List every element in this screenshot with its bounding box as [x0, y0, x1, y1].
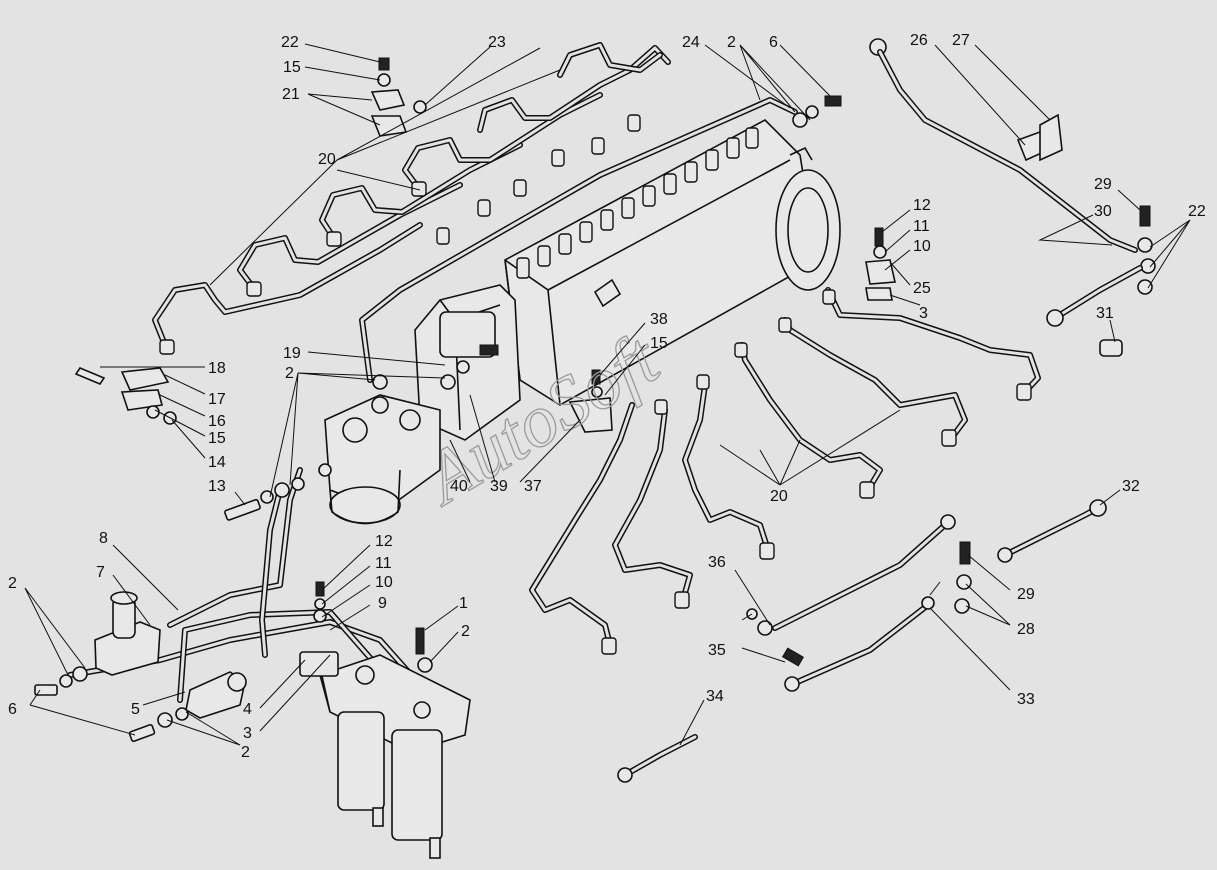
callout-23: 23 — [488, 34, 506, 51]
callout-5: 5 — [131, 701, 140, 718]
callout-20: 20 — [770, 488, 788, 505]
callout-35: 35 — [708, 642, 726, 659]
callout-29: 29 — [1017, 586, 1035, 603]
callout-16: 16 — [208, 413, 226, 430]
callout-29: 29 — [1094, 176, 1112, 193]
callout-36: 36 — [708, 554, 726, 571]
callout-1: 1 — [459, 595, 468, 612]
callout-20: 20 — [318, 151, 336, 168]
callout-21: 21 — [282, 86, 300, 103]
low-pressure-lines — [67, 467, 471, 859]
callout-15: 15 — [283, 59, 301, 76]
callout-2: 2 — [8, 575, 17, 592]
callout-37: 37 — [524, 478, 542, 495]
callout-2: 2 — [241, 744, 250, 761]
high-pressure-tubes-lower — [529, 287, 1041, 655]
callout-28: 28 — [1017, 621, 1035, 638]
callout-22: 22 — [1188, 203, 1206, 220]
callout-12: 12 — [913, 197, 931, 214]
injection-pump — [324, 119, 841, 525]
high-pressure-tubes-upper — [152, 42, 798, 383]
callout-19: 19 — [283, 345, 301, 362]
callout-30: 30 — [1094, 203, 1112, 220]
callout-11: 11 — [913, 218, 930, 235]
callout-3: 3 — [919, 305, 928, 322]
callout-11: 11 — [375, 555, 392, 572]
callout-24: 24 — [682, 34, 700, 51]
callout-14: 14 — [208, 454, 226, 471]
callout-4: 4 — [243, 701, 252, 718]
callout-2: 2 — [727, 34, 736, 51]
callout-7: 7 — [96, 564, 105, 581]
callout-31: 31 — [1096, 305, 1114, 322]
callout-6: 6 — [8, 701, 17, 718]
callout-2: 2 — [461, 623, 470, 640]
callout-18: 18 — [208, 360, 226, 377]
callout-10: 10 — [913, 238, 931, 255]
callout-25: 25 — [913, 280, 931, 297]
callout-40: 40 — [450, 478, 468, 495]
hardware-parts — [34, 38, 1156, 783]
callout-3: 3 — [243, 725, 252, 742]
callout-27: 27 — [952, 32, 970, 49]
callout-12: 12 — [375, 533, 393, 550]
callout-10: 10 — [375, 574, 393, 591]
callout-33: 33 — [1017, 691, 1035, 708]
callout-9: 9 — [378, 595, 387, 612]
callout-15: 15 — [208, 430, 226, 447]
callout-6: 6 — [769, 34, 778, 51]
callout-22: 22 — [281, 34, 299, 51]
callout-13: 13 — [208, 478, 226, 495]
callout-labels: 22 23 15 21 20 24 2 6 26 27 29 30 22 12 … — [8, 32, 1206, 761]
callout-32: 32 — [1122, 478, 1140, 495]
callout-26: 26 — [910, 32, 928, 49]
callout-2: 2 — [285, 365, 294, 382]
pump-outlet-row — [516, 127, 759, 279]
callout-8: 8 — [99, 530, 108, 547]
callout-38: 38 — [650, 311, 668, 328]
callout-34: 34 — [706, 688, 724, 705]
callout-17: 17 — [208, 391, 226, 408]
callout-15: 15 — [650, 335, 668, 352]
leader-lines — [24, 43, 1191, 746]
callout-39: 39 — [490, 478, 508, 495]
